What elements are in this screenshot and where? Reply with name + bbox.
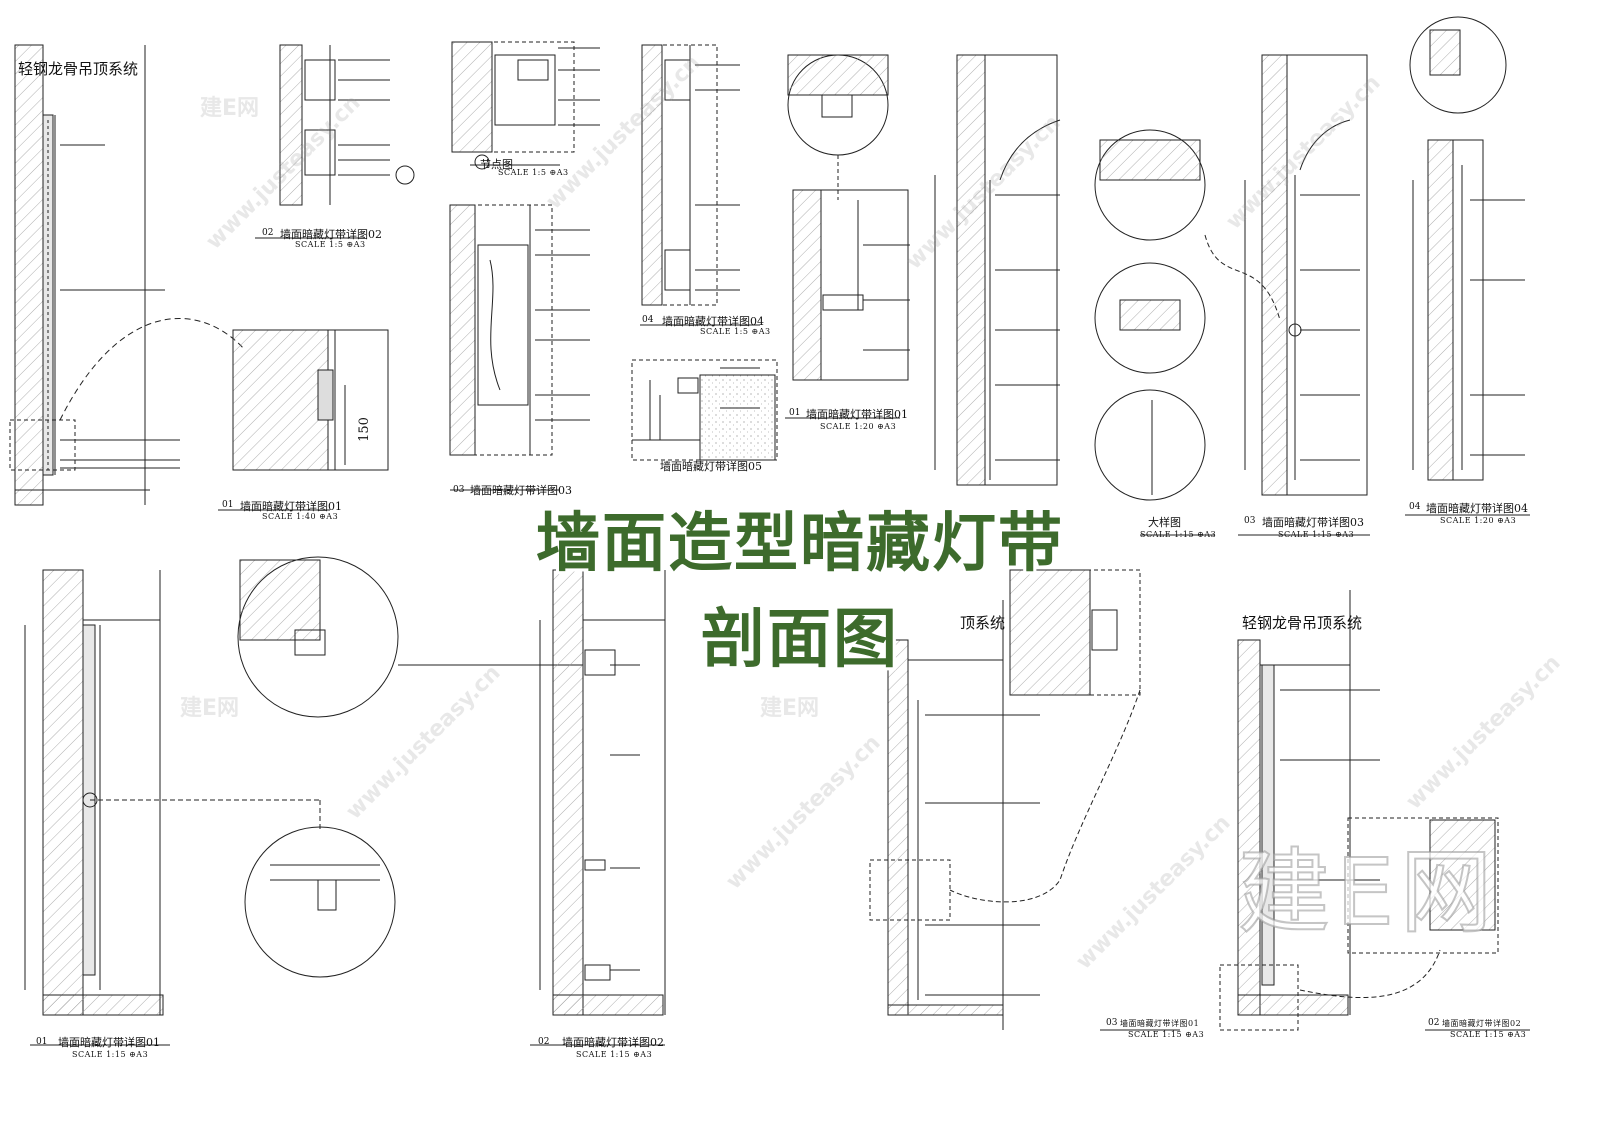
detail-05 <box>631 359 778 461</box>
drawing-title: 墙面暗藏灯带详图02 <box>562 1036 664 1049</box>
section-bottom-right-1 <box>869 569 1180 1031</box>
detail-04-top <box>640 44 760 326</box>
drawing-scale: SCALE 1:20 ⊕A3 <box>1440 516 1517 525</box>
drawing-title: 墙面暗藏灯带详图02 <box>1442 1019 1522 1028</box>
section-top-left <box>9 44 246 506</box>
ceiling-system-label: 顶系统 <box>960 614 1006 632</box>
watermark-brand: 建E网 <box>180 696 240 721</box>
drawing-title: 墙面暗藏灯带详图04 <box>662 315 764 328</box>
drawing-scale: SCALE 1:15 ⊕A3 <box>1128 1030 1205 1039</box>
drawing-title: 墙面暗藏灯带详图01 <box>1120 1019 1200 1028</box>
drawing-number: 01 <box>36 1037 48 1047</box>
drawing-scale: SCALE 1:5 ⊕A3 <box>700 327 771 336</box>
watermark-brand: 建E网 <box>760 696 820 721</box>
drawing-number: 01 <box>789 408 801 418</box>
detail-03 <box>449 204 590 491</box>
ceiling-system-label: 轻钢龙骨吊顶系统 <box>1242 614 1363 632</box>
drawing-title: 墙面暗藏灯带详图01 <box>806 408 908 421</box>
ceiling-system-label: 轻钢龙骨吊顶系统 <box>18 60 139 78</box>
drawing-title: 墙面暗藏灯带详图01 <box>240 500 342 513</box>
drawing-title: 墙面暗藏灯带详图03 <box>470 484 572 497</box>
dimension-label: 150 <box>356 417 372 442</box>
drawing-scale: SCALE 1:15 ⊕A3 <box>1450 1030 1527 1039</box>
watermark-brand: 建E网 <box>200 96 260 121</box>
node-detail <box>451 41 600 170</box>
drawing-scale: SCALE 1:15 ⊕A3 <box>1140 530 1217 539</box>
drawing-title: 墙面暗藏灯带详图04 <box>1426 502 1528 515</box>
drawing-title: 墙面暗藏灯带详图02 <box>280 228 382 241</box>
drawing-number: 02 <box>262 228 274 238</box>
drawing-scale: SCALE 1:15 ⊕A3 <box>1278 530 1355 539</box>
section-large-detail <box>934 54 1215 536</box>
drawing-number: 03 <box>453 485 465 495</box>
drawing-number: 03 <box>1106 1018 1118 1028</box>
drawing-number: 02 <box>538 1037 550 1047</box>
brand-logo-watermark: 建E网 <box>1237 838 1499 947</box>
drawing-title: 节点图 <box>480 158 513 171</box>
drawing-scale: SCALE 1:15 ⊕A3 <box>72 1050 149 1059</box>
detail-04-right <box>1405 16 1530 516</box>
detail-02-top <box>255 44 415 239</box>
detail-03-right <box>1204 54 1370 536</box>
drawing-number: 04 <box>1409 502 1421 512</box>
drawing-scale: SCALE 1:20 ⊕A3 <box>820 422 897 431</box>
drawing-title: 墙面暗藏灯带详图01 <box>58 1036 160 1049</box>
drawing-scale: SCALE 1:5 ⊕A3 <box>498 168 569 177</box>
banner-title-line1: 墙面造型暗藏灯带 <box>536 507 1064 581</box>
section-bottom-right-2 <box>1219 590 1530 1031</box>
drawing-scale: SCALE 1:40 ⊕A3 <box>262 512 339 521</box>
banner-title-line2: 剖面图 <box>701 603 899 677</box>
drawing-scale: SCALE 1:5 ⊕A3 <box>295 240 366 249</box>
drawing-number: 03 <box>1244 516 1256 526</box>
drawing-scale: SCALE 1:15 ⊕A3 <box>576 1050 653 1059</box>
drawing-number: 01 <box>222 500 234 510</box>
detail-01-circle <box>785 54 910 419</box>
drawing-number: 02 <box>1428 1018 1440 1028</box>
section-bottom-left <box>24 556 583 1046</box>
section-bottom-mid <box>530 569 666 1046</box>
drawing-title: 墙面暗藏灯带详图05 <box>660 460 762 473</box>
drawing-number: 04 <box>642 315 654 325</box>
detail-01-mid <box>218 329 389 511</box>
drawing-title: 大样图 <box>1148 516 1181 529</box>
drawing-title: 墙面暗藏灯带详图03 <box>1262 516 1364 529</box>
